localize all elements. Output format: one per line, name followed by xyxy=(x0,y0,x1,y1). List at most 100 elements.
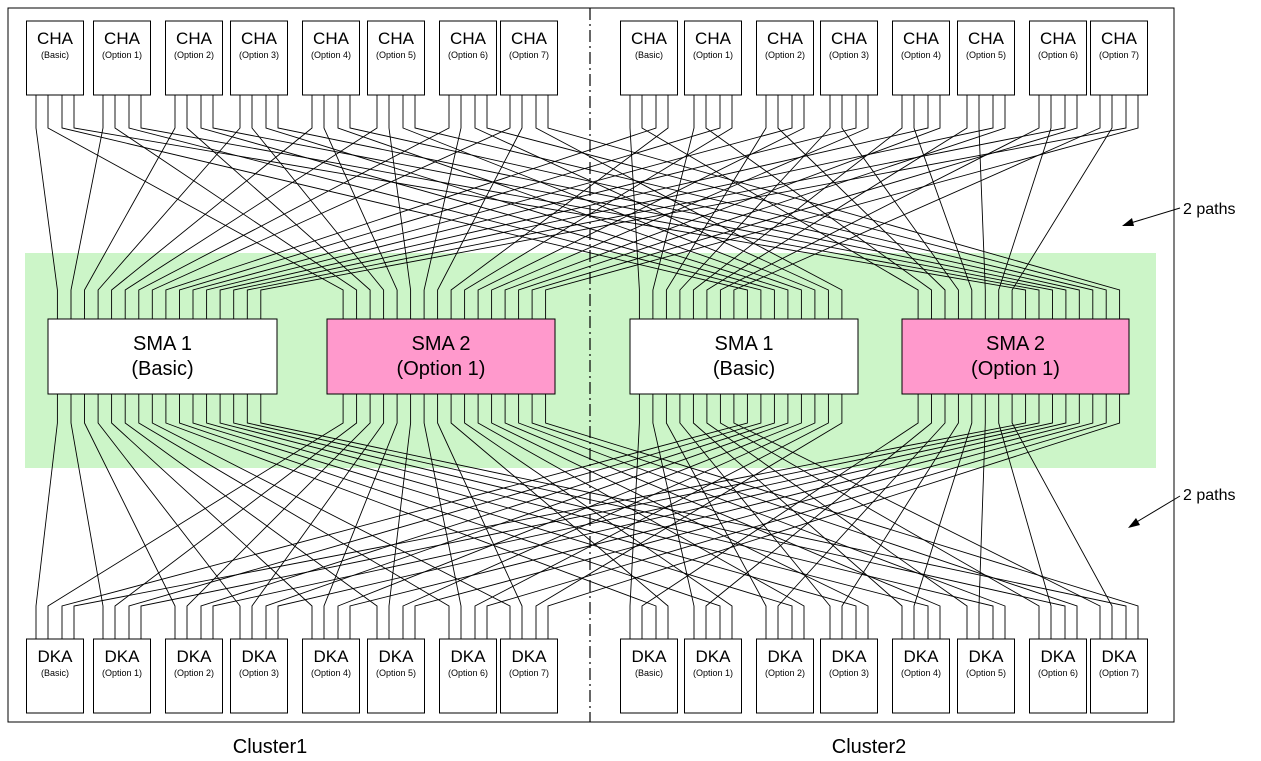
dka-path xyxy=(349,394,1080,639)
cha-path xyxy=(545,95,1139,319)
dka-box-title: DKA xyxy=(1102,647,1138,666)
cha-path xyxy=(84,95,176,319)
cha-path xyxy=(388,95,412,319)
dka-box-subtitle: (Option 5) xyxy=(966,668,1006,678)
dka-path xyxy=(323,394,398,639)
cha-box-subtitle: (Option 7) xyxy=(1099,50,1139,60)
dka-path xyxy=(114,394,358,639)
sma-box-name: SMA 2 xyxy=(986,333,1045,355)
cha-box-title: CHA xyxy=(176,29,213,48)
cha-path xyxy=(212,95,1053,319)
dka-path xyxy=(138,394,450,639)
dka-box-subtitle: (Option 6) xyxy=(1038,668,1078,678)
adapter-boxes: CHA(Basic)CHA(Option 1)CHA(Option 2)CHA(… xyxy=(26,20,1148,714)
cha-path xyxy=(265,95,789,319)
dka-box-title: DKA xyxy=(314,647,350,666)
cha-path xyxy=(35,95,58,319)
dka-path xyxy=(692,394,903,639)
bottom-paths-label: 2 paths xyxy=(1183,487,1235,504)
dka-adapter-box: DKA(Option 1) xyxy=(684,638,742,714)
dka-box-title: DKA xyxy=(1041,647,1077,666)
cha-box-subtitle: (Option 3) xyxy=(829,50,869,60)
dka-path xyxy=(477,394,805,639)
dka-path xyxy=(186,394,371,639)
top-paths-annotation: 2 paths xyxy=(1122,201,1235,226)
cha-box-outline xyxy=(684,20,742,96)
cha-box-title: CHA xyxy=(1101,29,1138,48)
dka-path xyxy=(402,394,816,639)
cha-path xyxy=(246,95,1066,319)
dka-adapter-box: DKA(Basic) xyxy=(620,638,678,714)
sma-box-outline xyxy=(47,318,278,395)
cha-path xyxy=(692,95,903,319)
cha-box-subtitle: (Option 4) xyxy=(901,50,941,60)
diagram-frame xyxy=(7,7,1175,723)
dka-box-subtitle: (Option 7) xyxy=(1099,668,1139,678)
cha-box-title: CHA xyxy=(378,29,415,48)
dka-adapter-box: DKA(Option 3) xyxy=(820,638,878,714)
cha-path xyxy=(323,95,398,319)
cha-path xyxy=(47,95,344,319)
cha-box-outline xyxy=(302,20,360,96)
cha-path xyxy=(251,95,385,319)
cha-path xyxy=(414,95,1094,319)
dka-box-outline xyxy=(500,638,558,714)
cha-path xyxy=(70,95,104,319)
cha-box-subtitle: (Option 5) xyxy=(376,50,416,60)
cha-adapter-box: CHA(Option 1) xyxy=(684,20,742,96)
cha-box-outline xyxy=(93,20,151,96)
cha-path xyxy=(260,95,1127,319)
dka-path xyxy=(652,394,695,639)
cha-path xyxy=(477,95,805,319)
cha-adapter-box: CHA(Basic) xyxy=(620,20,678,96)
dka-path xyxy=(437,394,523,639)
dka-box-outline xyxy=(439,638,497,714)
cha-adapter-box: CHA(Option 6) xyxy=(1029,20,1087,96)
cha-box-subtitle: (Basic) xyxy=(635,50,663,60)
cha-path xyxy=(531,95,1078,319)
cha-box-subtitle: (Option 3) xyxy=(239,50,279,60)
dka-box-outline xyxy=(165,638,223,714)
cha-path xyxy=(61,95,748,319)
dka-box-title: DKA xyxy=(512,647,548,666)
dka-box-outline xyxy=(302,638,360,714)
dka-path xyxy=(246,394,1066,639)
dka-path xyxy=(665,394,767,639)
dka-box-subtitle: (Option 1) xyxy=(102,668,142,678)
cha-adapter-box: CHA(Option 7) xyxy=(500,20,558,96)
dka-box-outline xyxy=(367,638,425,714)
cha-path xyxy=(504,95,941,319)
dka-box-title: DKA xyxy=(768,647,804,666)
cha-path xyxy=(706,95,968,319)
dka-box-title: DKA xyxy=(379,647,415,666)
dka-box-outline xyxy=(230,638,288,714)
dka-path xyxy=(841,394,959,639)
cha-path xyxy=(437,95,523,319)
cha-box-title: CHA xyxy=(241,29,278,48)
cha-adapter-box: CHA(Option 2) xyxy=(165,20,223,96)
cha-adapter-box: CHA(Basic) xyxy=(26,20,84,96)
dka-box-outline xyxy=(957,638,1015,714)
sma-box-type: (Basic) xyxy=(131,358,193,380)
cha-box-outline xyxy=(26,20,84,96)
cha-path xyxy=(486,95,1107,319)
cluster1-label: Cluster1 xyxy=(233,736,307,758)
cha-path xyxy=(200,95,775,319)
dka-adapter-box: DKA(Option 2) xyxy=(165,638,223,714)
dka-path xyxy=(535,394,843,639)
dka-path xyxy=(35,394,58,639)
dka-path xyxy=(450,394,669,639)
bottom-paths-arrow-line xyxy=(1129,495,1181,527)
cha-path xyxy=(913,95,973,319)
cluster2-label: Cluster2 xyxy=(832,736,906,758)
dka-box-outline xyxy=(1029,638,1087,714)
dka-box-subtitle: (Option 2) xyxy=(765,668,805,678)
dka-path xyxy=(491,394,869,639)
cha-path xyxy=(998,95,1052,319)
dka-box-subtitle: (Option 6) xyxy=(448,668,488,678)
cha-path xyxy=(1011,95,1113,319)
dka-box-title: DKA xyxy=(451,647,487,666)
sma-box-type: (Option 1) xyxy=(971,358,1060,380)
dka-adapter-box: DKA (Option 6) xyxy=(1029,638,1087,714)
cha-box-title: CHA xyxy=(695,29,732,48)
